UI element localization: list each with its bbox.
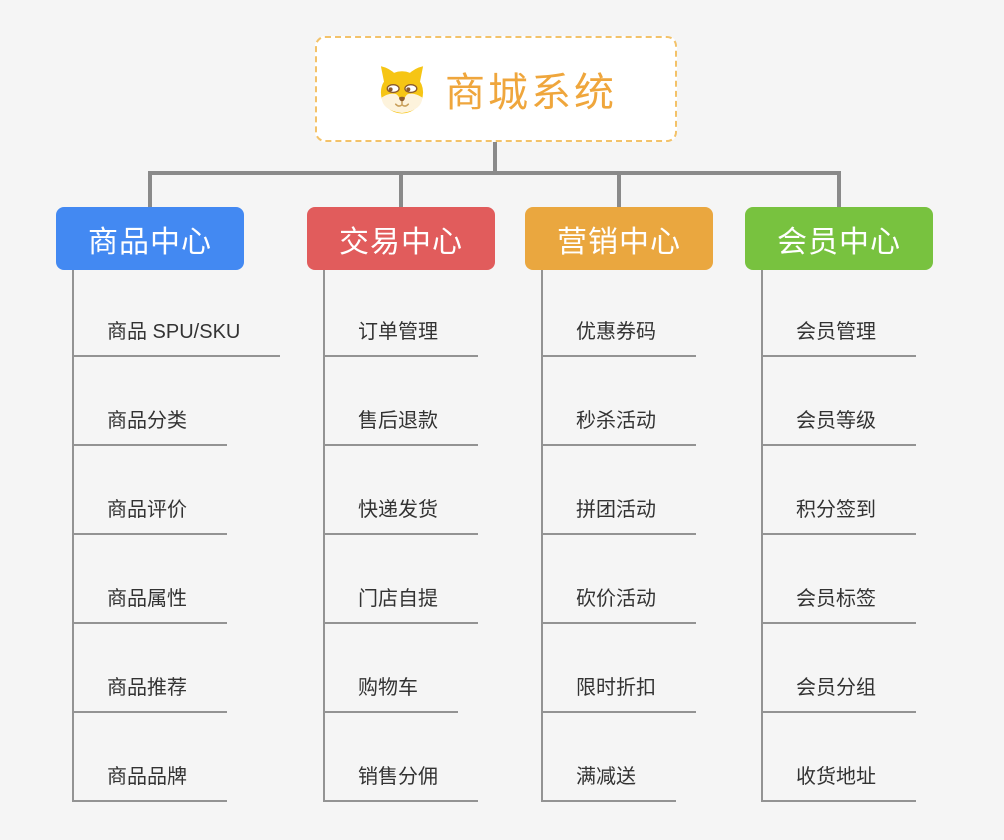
- leaf-node[interactable]: 商品品牌: [72, 766, 227, 802]
- branch-marketing: 营销中心 优惠券码 秒杀活动 拼团活动 砍价活动 限时折扣 满减送: [525, 207, 765, 807]
- branch-label: 营销中心: [557, 225, 681, 259]
- connector-drop-member: [837, 174, 841, 207]
- branch-node-marketing[interactable]: 营销中心: [525, 207, 713, 270]
- dog-face-icon: [380, 66, 424, 114]
- leaf-node[interactable]: 快递发货: [323, 499, 478, 535]
- branch-product: 商品中心 商品 SPU/SKU 商品分类 商品评价 商品属性 商品推荐 商品品牌: [56, 207, 296, 807]
- leaf-node[interactable]: 满减送: [541, 766, 676, 802]
- leaf-node[interactable]: 积分签到: [761, 499, 916, 535]
- connector-drop-product: [148, 174, 152, 207]
- leaf-node[interactable]: 门店自提: [323, 588, 478, 624]
- root-node[interactable]: 商城系统: [315, 36, 677, 142]
- leaf-node[interactable]: 商品 SPU/SKU: [72, 321, 281, 357]
- connector-root-stem: [493, 142, 497, 172]
- connector-drop-marketing: [617, 174, 621, 207]
- leaf-node[interactable]: 砍价活动: [541, 588, 696, 624]
- branch-member: 会员中心 会员管理 会员等级 积分签到 会员标签 会员分组 收货地址: [745, 207, 985, 807]
- leaf-node[interactable]: 优惠券码: [541, 321, 696, 357]
- leaf-node[interactable]: 秒杀活动: [541, 410, 696, 446]
- branch-node-member[interactable]: 会员中心: [745, 207, 933, 270]
- leaf-node[interactable]: 会员分组: [761, 677, 916, 713]
- leaf-node[interactable]: 销售分佣: [323, 766, 478, 802]
- leaf-node[interactable]: 商品评价: [72, 499, 227, 535]
- branch-vline: [72, 270, 74, 802]
- branch-label: 商品中心: [88, 225, 212, 259]
- branch-vline: [323, 270, 325, 802]
- leaf-node[interactable]: 购物车: [323, 677, 458, 713]
- branch-trade: 交易中心 订单管理 售后退款 快递发货 门店自提 购物车 销售分佣: [307, 207, 547, 807]
- connector-drop-trade: [399, 174, 403, 207]
- leaf-node[interactable]: 会员标签: [761, 588, 916, 624]
- connector-main-horizontal: [148, 171, 841, 175]
- branch-node-product[interactable]: 商品中心: [56, 207, 244, 270]
- leaf-node[interactable]: 会员管理: [761, 321, 916, 357]
- leaf-node[interactable]: 商品分类: [72, 410, 227, 446]
- branch-node-trade[interactable]: 交易中心: [307, 207, 495, 270]
- leaf-node[interactable]: 商品属性: [72, 588, 227, 624]
- leaf-node[interactable]: 拼团活动: [541, 499, 696, 535]
- branch-label: 会员中心: [777, 225, 901, 259]
- branch-vline: [761, 270, 763, 802]
- leaf-node[interactable]: 会员等级: [761, 410, 916, 446]
- leaf-node[interactable]: 限时折扣: [541, 677, 696, 713]
- branch-label: 交易中心: [339, 225, 463, 259]
- leaf-node[interactable]: 订单管理: [323, 321, 478, 357]
- leaf-node[interactable]: 商品推荐: [72, 677, 227, 713]
- root-title: 商城系统: [445, 71, 617, 115]
- leaf-node[interactable]: 售后退款: [323, 410, 478, 446]
- branch-vline: [541, 270, 543, 802]
- leaf-node[interactable]: 收货地址: [761, 766, 916, 802]
